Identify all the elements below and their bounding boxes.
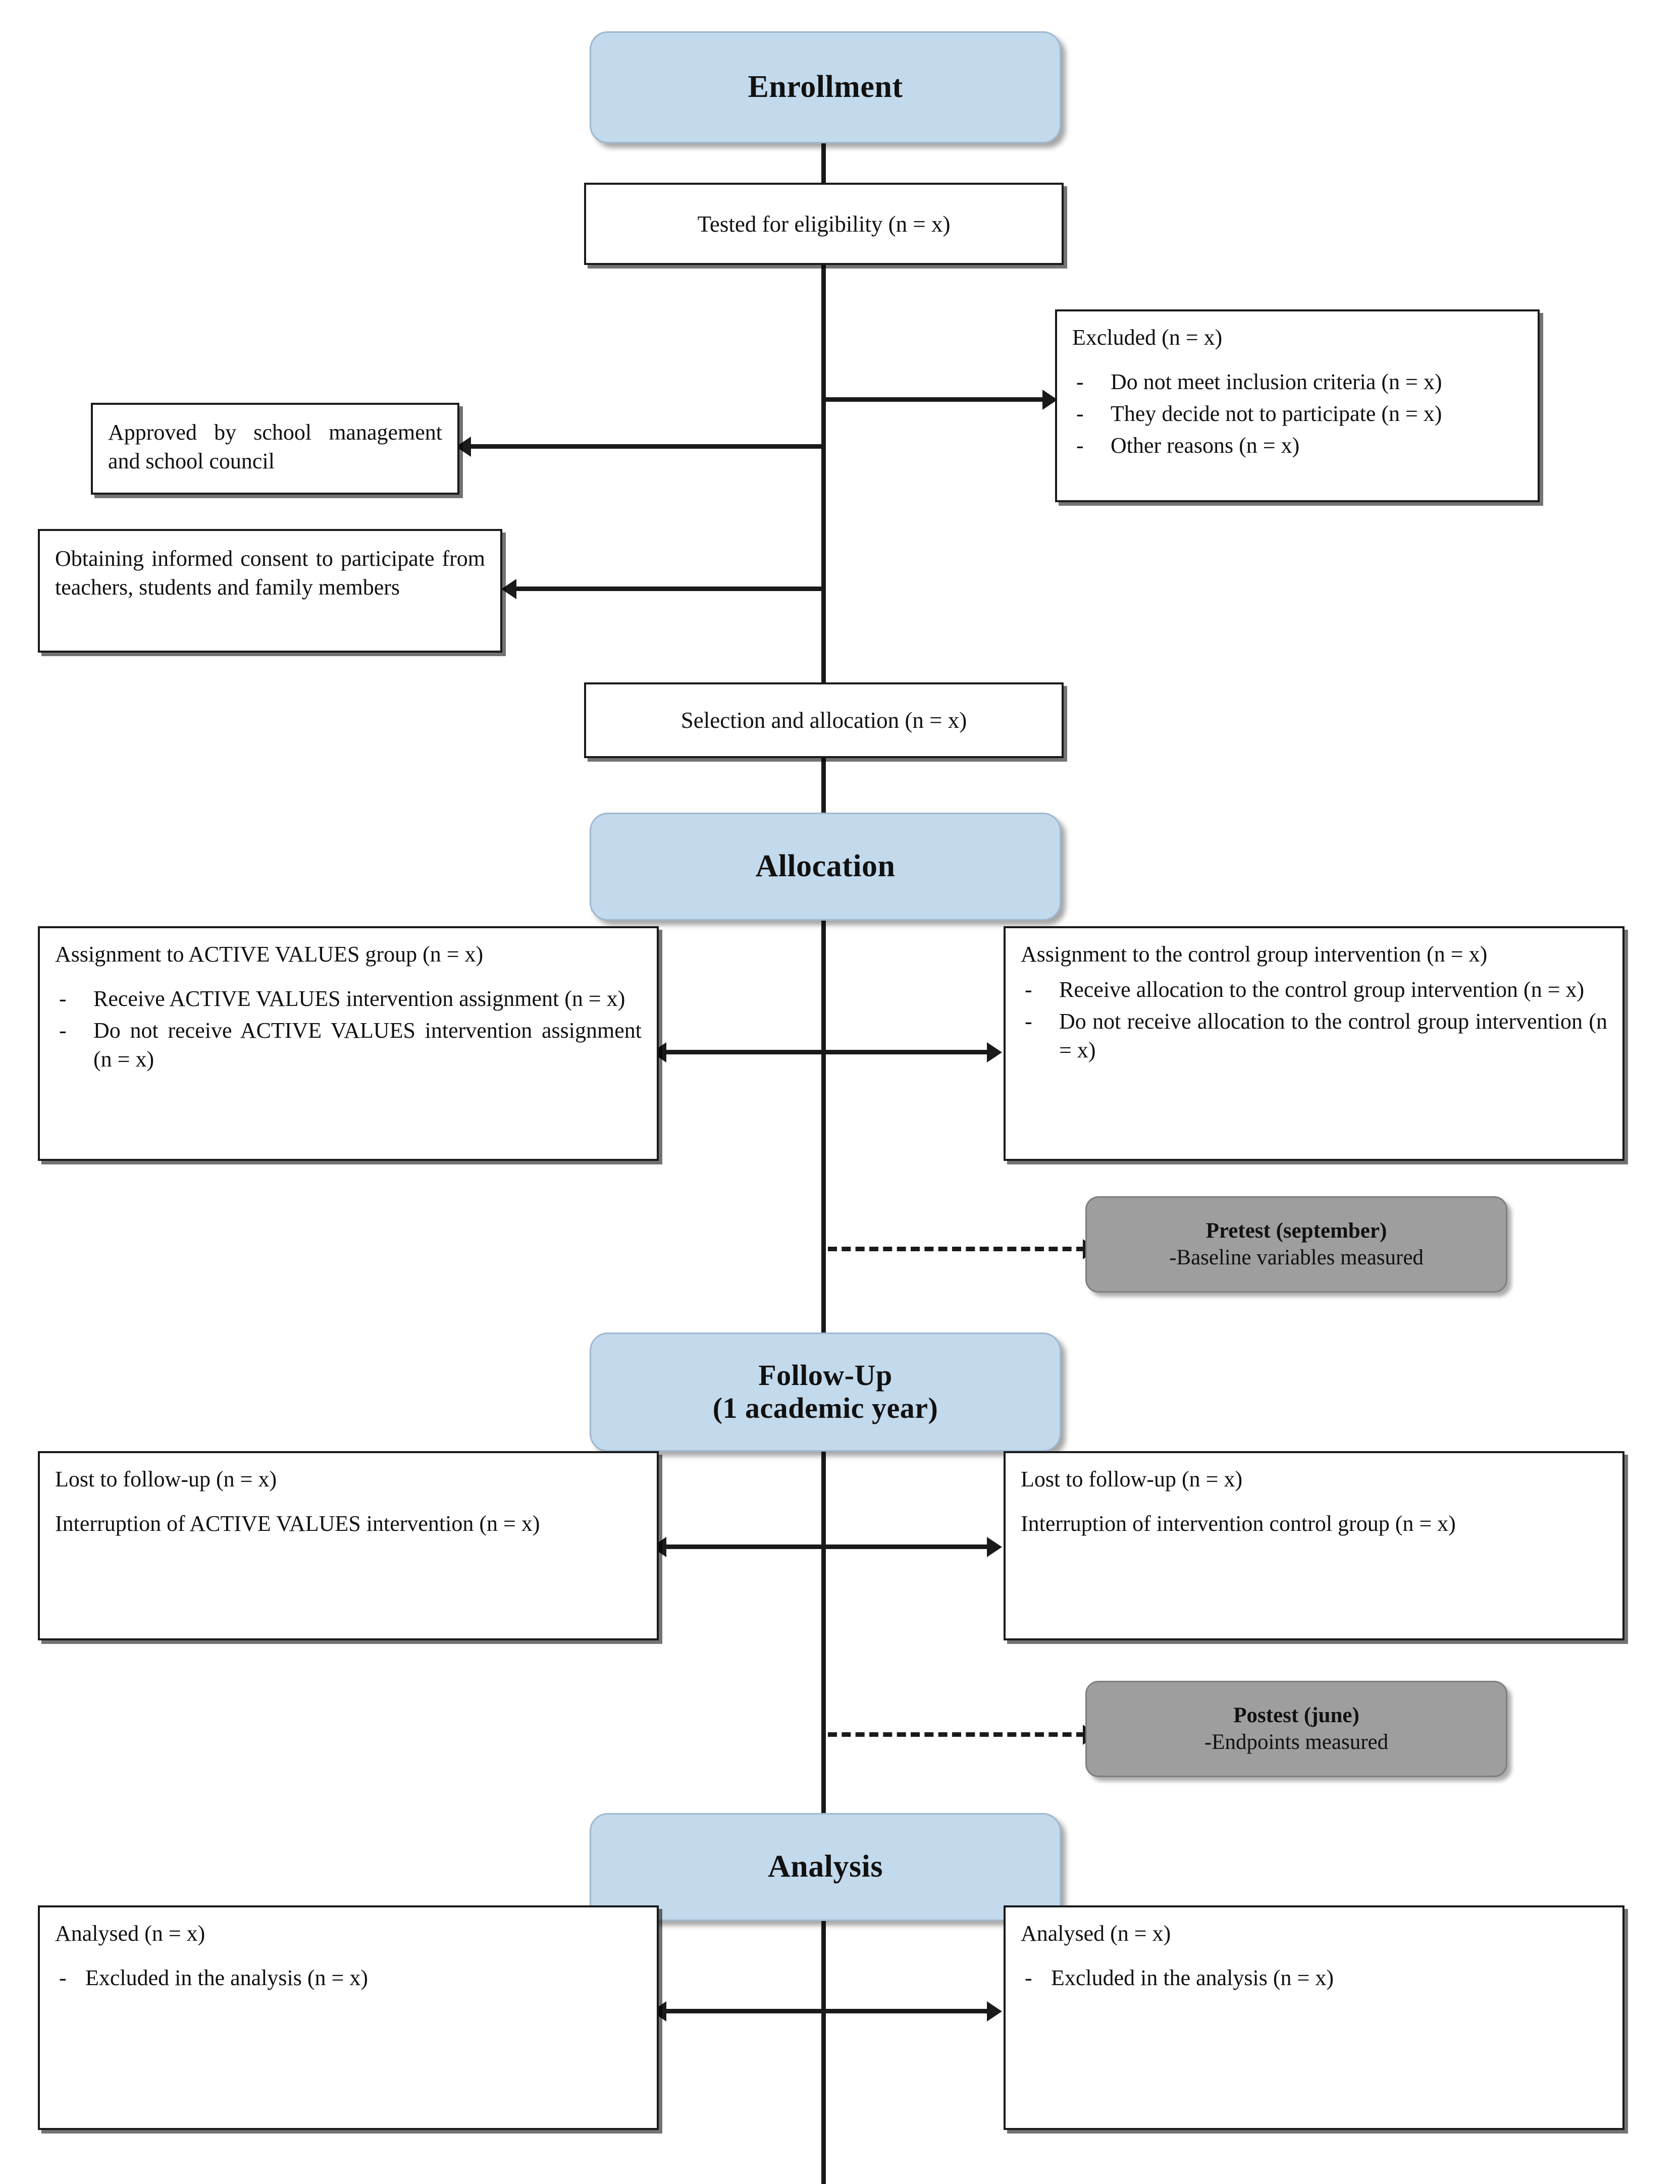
arrow-followup-right-icon <box>987 1537 1002 1557</box>
box-selection-and-allocation-label: Selection and allocation (n = x) <box>680 708 967 733</box>
connector-allocation-groups <box>666 1050 989 1054</box>
box-postest-detail: -Endpoints measured <box>1204 1730 1389 1754</box>
box-school-approval-text: Approved by school management and school… <box>108 420 442 474</box>
stage-header-followup-line2: (1 academic year) <box>712 1392 938 1424</box>
connector-analysis-groups <box>666 2009 989 2013</box>
connector-to-consent <box>515 587 823 591</box>
stage-header-allocation: Allocation <box>590 813 1061 921</box>
list-item: Receive allocation to the control group … <box>1021 975 1607 1004</box>
spine-allocation-to-followup <box>821 818 826 1345</box>
box-followup-intervention-line1: Lost to follow-up (n = x) <box>55 1467 277 1491</box>
box-pretest: Pretest (september) -Baseline variables … <box>1085 1196 1507 1293</box>
box-pretest-title: Pretest (september) <box>1205 1219 1387 1243</box>
box-allocation-intervention-group: Assignment to ACTIVE VALUES group (n = x… <box>38 926 659 1161</box>
spine-analysis-bottom <box>821 1873 826 2184</box>
box-analysis-control-lead: Analysed (n = x) <box>1021 1921 1171 1946</box>
box-allocation-intervention-list: Receive ACTIVE VALUES intervention assig… <box>55 984 642 1074</box>
list-item: Excluded in the analysis (n = x) <box>1021 1963 1607 1992</box>
box-excluded-list: Do not meet inclusion criteria (n = x) T… <box>1072 367 1522 460</box>
box-analysis-intervention-lead: Analysed (n = x) <box>55 1921 205 1946</box>
stage-header-followup: Follow-Up (1 academic year) <box>590 1333 1061 1452</box>
box-excluded-lead: Excluded (n = x) <box>1072 325 1223 350</box>
box-excluded: Excluded (n = x) Do not meet inclusion c… <box>1055 309 1540 502</box>
spine-selection-to-allocation <box>821 752 826 818</box>
stage-header-allocation-label: Allocation <box>755 849 896 884</box>
box-informed-consent: Obtaining informed consent to participat… <box>38 529 502 653</box>
box-followup-control-line1: Lost to follow-up (n = x) <box>1021 1467 1243 1491</box>
stage-header-enrollment-label: Enrollment <box>748 70 903 104</box>
box-allocation-control-group: Assignment to the control group interven… <box>1004 926 1624 1161</box>
stage-header-followup-line1: Follow-Up <box>758 1359 892 1392</box>
connector-to-approval <box>469 444 823 449</box>
box-school-approval: Approved by school management and school… <box>91 403 459 495</box>
box-followup-control-line2: Interruption of intervention control gro… <box>1021 1511 1456 1536</box>
list-item: Other reasons (n = x) <box>1072 431 1522 460</box>
list-item: Do not receive allocation to the control… <box>1021 1007 1607 1064</box>
box-analysis-intervention-list: Excluded in the analysis (n = x) <box>55 1963 642 1992</box>
stage-header-enrollment: Enrollment <box>590 31 1061 143</box>
box-selection-and-allocation: Selection and allocation (n = x) <box>584 682 1064 758</box>
list-item: Excluded in the analysis (n = x) <box>55 1963 642 1992</box>
spine-enrollment-to-selection <box>821 99 826 692</box>
connector-followup-groups <box>666 1544 989 1549</box>
box-allocation-control-lead: Assignment to the control group interven… <box>1021 942 1488 967</box>
box-followup-control-group: Lost to follow-up (n = x) Interruption o… <box>1004 1451 1624 1640</box>
box-allocation-intervention-lead: Assignment to ACTIVE VALUES group (n = x… <box>55 942 484 967</box>
arrow-to-consent-icon <box>501 579 516 599</box>
arrow-allocation-right-icon <box>987 1042 1002 1062</box>
box-followup-intervention-line2: Interruption of ACTIVE VALUES interventi… <box>55 1511 540 1536</box>
box-allocation-control-list: Receive allocation to the control group … <box>1021 975 1607 1065</box>
stage-header-analysis-label: Analysis <box>768 1849 883 1884</box>
box-analysis-intervention-group: Analysed (n = x) Excluded in the analysi… <box>38 1905 659 2130</box>
list-item: They decide not to participate (n = x) <box>1072 399 1522 428</box>
box-followup-intervention-group: Lost to follow-up (n = x) Interruption o… <box>38 1451 659 1640</box>
list-item: Do not meet inclusion criteria (n = x) <box>1072 367 1522 396</box>
box-postest: Postest (june) -Endpoints measured <box>1085 1681 1507 1777</box>
box-postest-title: Postest (june) <box>1233 1703 1359 1728</box>
box-informed-consent-text: Obtaining informed consent to participat… <box>55 546 485 600</box>
connector-postest-dashed <box>828 1732 1085 1737</box>
arrow-analysis-right-icon <box>987 2001 1002 2021</box>
box-analysis-control-group: Analysed (n = x) Excluded in the analysi… <box>1004 1905 1624 2130</box>
spine-followup-to-analysis <box>821 1345 826 1873</box>
connector-to-excluded <box>823 397 1045 402</box>
box-tested-for-eligibility: Tested for eligibility (n = x) <box>584 183 1064 265</box>
box-analysis-control-list: Excluded in the analysis (n = x) <box>1021 1963 1607 1992</box>
list-item: Receive ACTIVE VALUES intervention assig… <box>55 984 642 1013</box>
box-tested-for-eligibility-label: Tested for eligibility (n = x) <box>697 211 951 237</box>
stage-header-analysis: Analysis <box>590 1813 1061 1921</box>
list-item: Do not receive ACTIVE VALUES interventio… <box>55 1016 642 1074</box>
connector-pretest-dashed <box>828 1247 1085 1251</box>
box-pretest-detail: -Baseline variables measured <box>1169 1245 1424 1269</box>
